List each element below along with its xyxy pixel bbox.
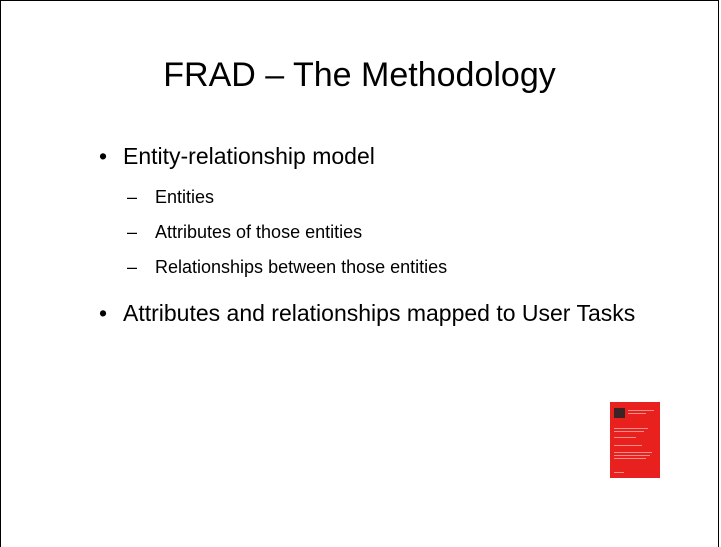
sub-bullet-text: Attributes of those entities bbox=[155, 222, 363, 242]
bullet-text: Entity-relationship model bbox=[123, 143, 375, 169]
sub-bullet-list: – Entities – Attributes of those entitie… bbox=[123, 185, 659, 290]
dash-icon: – bbox=[127, 257, 138, 277]
sub-bullet-text: Entities bbox=[155, 187, 215, 207]
sub-bullet-item: – Entities bbox=[127, 185, 659, 220]
cover-line bbox=[614, 445, 642, 446]
bullet-list: • Entity-relationship model – Entities –… bbox=[99, 141, 659, 329]
sub-bullet-text: Relationships between those entities bbox=[155, 257, 448, 277]
cover-line bbox=[614, 437, 636, 438]
sub-bullet-item: – Attributes of those entities bbox=[127, 220, 659, 255]
cover-line bbox=[614, 431, 644, 432]
cover-line bbox=[628, 410, 654, 411]
cover-line bbox=[614, 458, 646, 459]
slide-title: FRAD – The Methodology bbox=[163, 56, 556, 94]
dash-icon: – bbox=[127, 187, 138, 207]
sub-bullet-item: – Relationships between those entities bbox=[127, 255, 659, 290]
bullet-dot-icon: • bbox=[99, 143, 108, 169]
cover-line bbox=[628, 413, 646, 414]
cover-line bbox=[614, 472, 624, 473]
dash-icon: – bbox=[127, 222, 138, 242]
publisher-logo-icon bbox=[614, 408, 625, 418]
bullet-text: Attributes and relationships mapped to U… bbox=[123, 300, 636, 326]
book-cover-image bbox=[610, 402, 660, 478]
cover-line bbox=[614, 455, 650, 456]
bullet-item: • Entity-relationship model – Entities –… bbox=[99, 141, 659, 290]
cover-line bbox=[614, 452, 652, 453]
bullet-item: • Attributes and relationships mapped to… bbox=[99, 298, 659, 329]
bullet-dot-icon: • bbox=[99, 300, 108, 326]
cover-line bbox=[614, 428, 648, 429]
